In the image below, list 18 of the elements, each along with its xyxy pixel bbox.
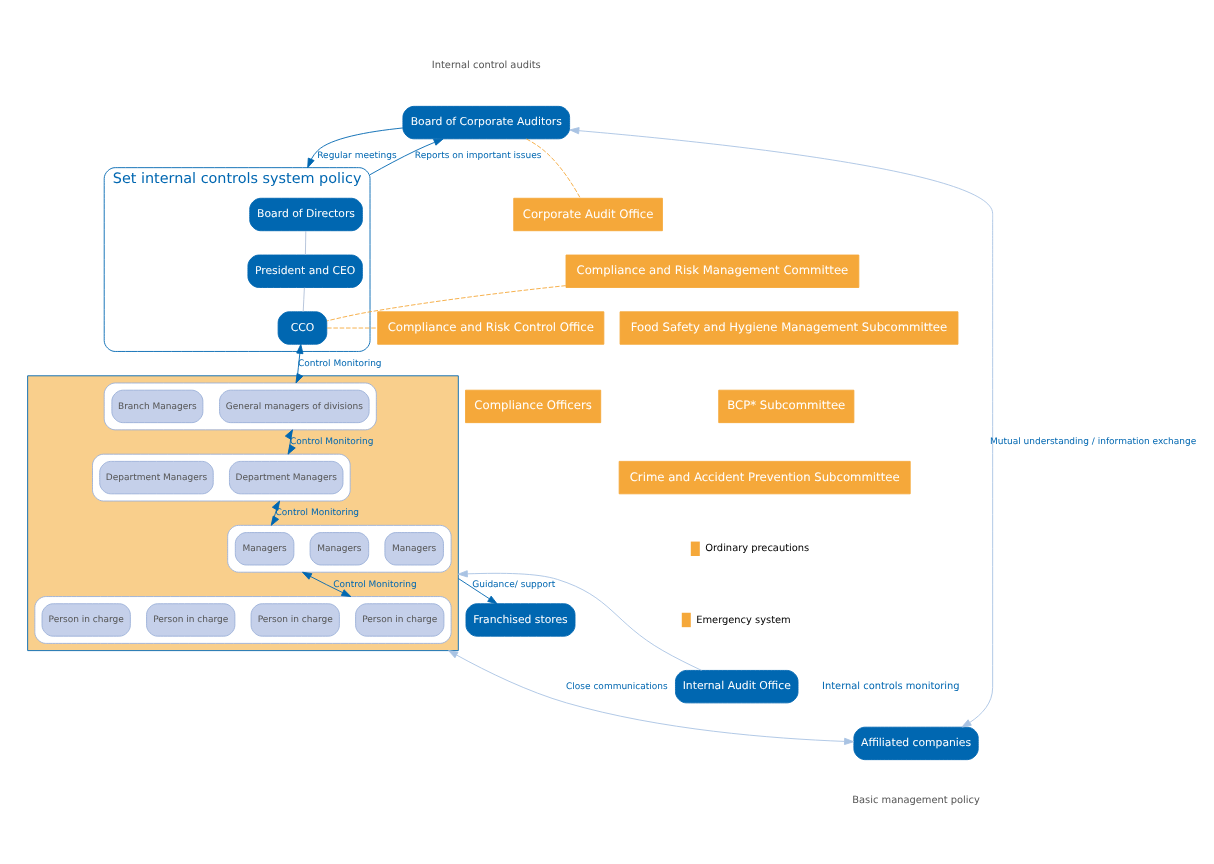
arrow [302, 570, 352, 596]
connector [302, 286, 305, 312]
arrow [295, 343, 304, 383]
connector [525, 137, 581, 198]
arrow [448, 649, 855, 744]
connector [326, 284, 567, 321]
cluster [92, 452, 351, 501]
arrow [569, 126, 994, 727]
arrow [457, 569, 703, 670]
arrow [457, 577, 498, 604]
cluster [227, 523, 452, 572]
connector [326, 326, 379, 328]
cluster [34, 595, 452, 643]
cluster [103, 381, 377, 430]
arrow [270, 499, 281, 525]
connector [304, 229, 307, 255]
arrow [369, 137, 444, 175]
arrow [307, 126, 404, 168]
